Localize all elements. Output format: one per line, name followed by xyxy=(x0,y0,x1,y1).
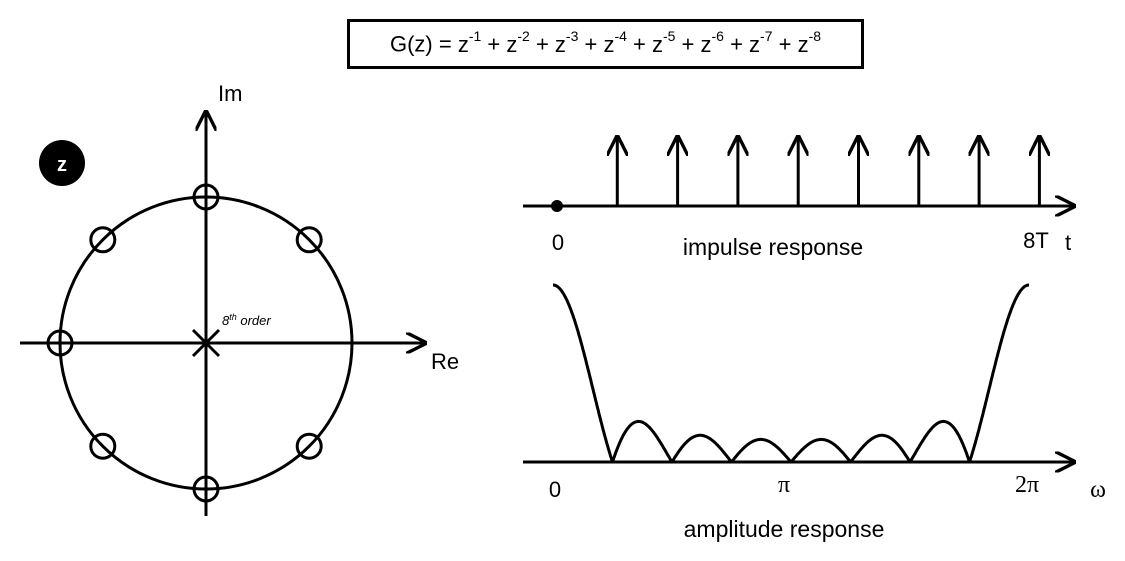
formula-term: z-6 xyxy=(700,28,724,57)
zero-marker xyxy=(192,183,220,211)
impulse-caption: impulse response xyxy=(683,234,863,260)
zero-marker xyxy=(295,432,323,460)
term-base: z xyxy=(749,31,761,57)
imag-axis-label: Im xyxy=(218,81,242,106)
real-axis-label: Re xyxy=(431,349,459,374)
amplitude-axis-label: ω xyxy=(1090,477,1106,503)
term-base: z xyxy=(554,31,566,57)
z-badge-label: z xyxy=(57,154,67,176)
amplitude-pi-label: π xyxy=(778,472,790,498)
formula-terms: z-1 + z-2 + z-3 + z-4 + z-5 + z-6 + z-7 … xyxy=(457,28,821,57)
term-separator: + xyxy=(723,31,750,57)
term-base: z xyxy=(603,31,615,57)
zero-marker xyxy=(46,329,74,357)
term-exponent: -3 xyxy=(565,28,579,45)
amplitude-response-plot: 0 π 2π ω amplitude response xyxy=(523,283,1106,542)
term-separator: + xyxy=(772,31,798,57)
formula-lhs: G(z) = xyxy=(389,31,452,57)
term-exponent: -6 xyxy=(711,28,724,45)
zeros-group xyxy=(46,183,323,503)
formula: G(z) = z-1 + z-2 + z-3 + z-4 + z-5 + z-6… xyxy=(389,28,821,57)
term-separator: + xyxy=(481,31,507,57)
unit-circle xyxy=(58,195,354,491)
zero-marker xyxy=(89,432,117,460)
formula-term: z-3 xyxy=(554,28,578,57)
term-exponent: -4 xyxy=(614,28,627,45)
pole-x-stroke-2 xyxy=(191,328,221,358)
amplitude-2pi-label: 2π xyxy=(1015,472,1039,498)
zero-marker xyxy=(89,226,117,254)
impulse-response-plot: 0 8T t impulse response xyxy=(523,137,1074,260)
term-separator: + xyxy=(626,31,652,57)
term-exponent: -7 xyxy=(760,28,773,45)
impulses-group xyxy=(617,137,1039,206)
term-separator: + xyxy=(675,31,701,57)
term-base: z xyxy=(506,31,518,57)
impulse-zero-label: 0 xyxy=(552,230,564,255)
term-separator: + xyxy=(529,31,555,57)
impulse-axis-label: t xyxy=(1065,230,1071,255)
term-base: z xyxy=(700,31,712,57)
formula-term: z-2 xyxy=(506,28,529,57)
formula-term: z-5 xyxy=(651,28,675,57)
formula-term: z-8 xyxy=(797,28,821,57)
term-base: z xyxy=(797,31,809,57)
origin-dot xyxy=(551,200,563,212)
amplitude-curve xyxy=(552,283,1030,464)
formula-term: z-1 xyxy=(457,28,481,57)
term-exponent: -2 xyxy=(517,28,530,45)
pole-order-label: 8th order xyxy=(222,312,271,328)
term-base: z xyxy=(457,31,469,57)
term-base: z xyxy=(651,31,663,57)
amplitude-caption: amplitude response xyxy=(684,516,885,542)
zero-marker xyxy=(295,226,323,254)
z-plane: z 8th order Im Re xyxy=(20,81,459,516)
zero-marker xyxy=(192,475,220,503)
formula-term: z-4 xyxy=(603,28,626,57)
term-separator: + xyxy=(578,31,604,57)
transfer-function-box: G(z) = z-1 + z-2 + z-3 + z-4 + z-5 + z-6… xyxy=(347,19,864,69)
impulse-end-label: 8T xyxy=(1023,228,1049,253)
amplitude-zero-label: 0 xyxy=(549,477,561,502)
term-exponent: -5 xyxy=(662,28,676,45)
term-exponent: -8 xyxy=(808,28,822,45)
formula-term: z-7 xyxy=(749,28,772,57)
z-badge-circle xyxy=(39,140,85,186)
term-exponent: -1 xyxy=(468,28,482,45)
